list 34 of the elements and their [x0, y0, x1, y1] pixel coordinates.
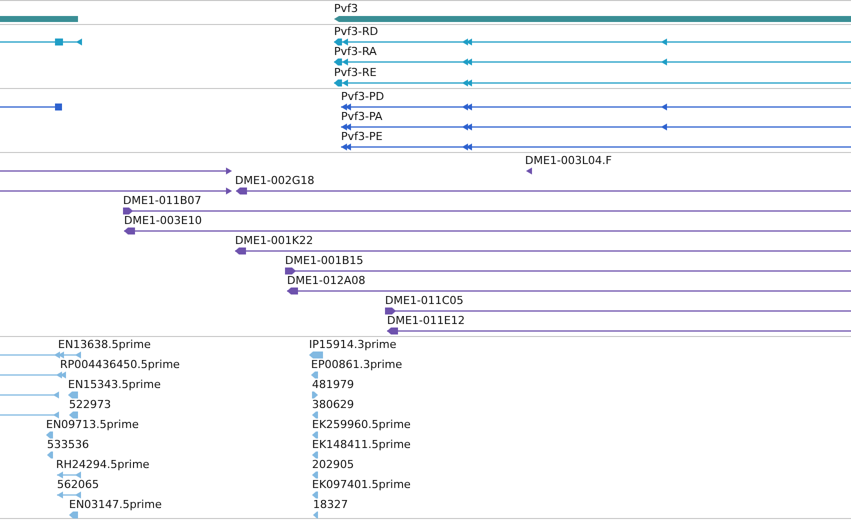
feature-label: DME1-011B07 [123, 194, 202, 207]
feature-label: EP00861.3prime [311, 358, 402, 371]
feature-label: DME1-003E10 [124, 214, 202, 227]
feature-label: RH24294.5prime [56, 458, 150, 471]
feature-label: 533536 [47, 438, 89, 451]
feature-label: Pvf3-RD [334, 25, 378, 38]
feature-label: DME1-011C05 [385, 294, 464, 307]
feature-label: 522973 [69, 398, 111, 411]
feature-label: DME1-003L04.F [525, 154, 612, 167]
feature-label: EK259960.5prime [312, 418, 411, 431]
feature-label: DME1-001K22 [235, 234, 314, 247]
feature-label: IP15914.3prime [309, 338, 396, 351]
feature-label: Pvf3 [334, 2, 358, 15]
feature-label: 562065 [57, 478, 99, 491]
feature-label: EN03147.5prime [69, 498, 162, 511]
feature-label: Pvf3-PD [341, 90, 384, 103]
feature-label: Pvf3-PA [341, 110, 382, 123]
feature-label: DME1-011E12 [387, 314, 465, 327]
feature-label: DME1-001B15 [285, 254, 364, 267]
feature-label: DME1-002G18 [235, 174, 314, 187]
feature-label: DME1-012A08 [287, 274, 366, 287]
feature-label: 18327 [313, 498, 348, 511]
feature-label: Pvf3-RA [334, 45, 377, 58]
feature-label: RP004436450.5prime [60, 358, 180, 371]
feature-label: Pvf3-PE [341, 130, 383, 143]
feature-label: 380629 [312, 398, 354, 411]
feature-label: EN13638.5prime [58, 338, 151, 351]
feature-label: EK148411.5prime [312, 438, 411, 451]
feature-label: EN15343.5prime [68, 378, 161, 391]
feature-label: EK097401.5prime [312, 478, 411, 491]
feature-label: 202905 [312, 458, 354, 471]
feature-label: 481979 [312, 378, 354, 391]
feature-label: Pvf3-RE [334, 66, 377, 79]
feature-label: EN09713.5prime [46, 418, 139, 431]
